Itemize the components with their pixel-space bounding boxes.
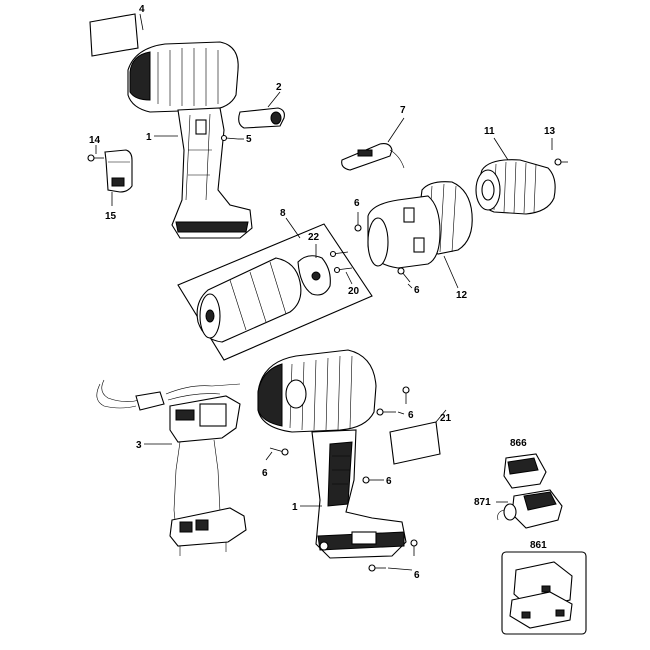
callout-861: 861 — [530, 540, 547, 551]
screw-6-c — [376, 386, 410, 416]
callout-21: 21 — [440, 413, 452, 424]
label-plate-21 — [389, 421, 441, 465]
charger-871 — [497, 489, 563, 529]
leader-8 — [285, 217, 301, 239]
callout-6-b: 6 — [414, 285, 420, 296]
callout-1-top: 1 — [146, 132, 152, 143]
callout-6-c: 6 — [408, 410, 414, 421]
callout-11: 11 — [484, 126, 495, 137]
label-plate-4 — [89, 13, 139, 57]
callout-7: 7 — [400, 105, 406, 116]
callout-4: 4 — [139, 4, 145, 15]
leader-20 — [345, 271, 353, 285]
callout-14: 14 — [89, 135, 101, 146]
screw-5 — [220, 134, 239, 142]
leader-4 — [139, 13, 144, 31]
callout-6-a: 6 — [354, 198, 360, 209]
carry-case-861 — [501, 551, 587, 635]
callout-5: 5 — [246, 134, 252, 145]
keyless-chuck-11 — [475, 159, 556, 215]
leader-12 — [443, 255, 459, 289]
leader-11 — [493, 137, 509, 161]
leader-21 — [435, 409, 447, 423]
battery-866 — [503, 453, 547, 489]
leader-6-f — [387, 567, 413, 571]
callout-6-d: 6 — [262, 468, 268, 479]
callout-22: 22 — [308, 232, 320, 243]
callout-6-e: 6 — [386, 476, 392, 487]
screw-6-a — [354, 212, 362, 232]
leader-6-d — [265, 451, 273, 461]
belt-clip-15 — [104, 149, 133, 193]
callout-871: 871 — [474, 497, 491, 508]
callout-13: 13 — [544, 126, 556, 137]
callout-12: 12 — [456, 290, 468, 301]
forward-reverse-7 — [341, 143, 405, 171]
screw-6-e — [362, 476, 378, 484]
gearbox-12 — [367, 181, 473, 269]
callout-2: 2 — [276, 82, 282, 93]
housing-assembled-1 — [257, 349, 407, 559]
clip-screw-14 — [87, 154, 104, 162]
screw-6-b — [397, 267, 411, 283]
callout-866: 866 — [510, 438, 527, 449]
callout-8: 8 — [280, 208, 286, 219]
leader-6-b — [407, 283, 413, 289]
housing-half-left — [127, 41, 253, 239]
switch-slider-2 — [238, 107, 285, 129]
callout-6-f: 6 — [414, 570, 420, 581]
callout-3: 3 — [136, 440, 142, 451]
screw-6-f — [368, 539, 418, 572]
callout-1-bottom: 1 — [292, 502, 298, 513]
switch-wiring-3 — [96, 379, 247, 556]
leader-2 — [267, 91, 281, 108]
leader-7 — [387, 117, 405, 143]
callout-15: 15 — [105, 211, 117, 222]
screw-6-d — [269, 447, 289, 456]
leader-6-c — [397, 411, 405, 415]
chuck-screw-13 — [554, 158, 568, 166]
motor-assembly-box-8 — [177, 223, 373, 361]
callout-20: 20 — [348, 286, 360, 297]
